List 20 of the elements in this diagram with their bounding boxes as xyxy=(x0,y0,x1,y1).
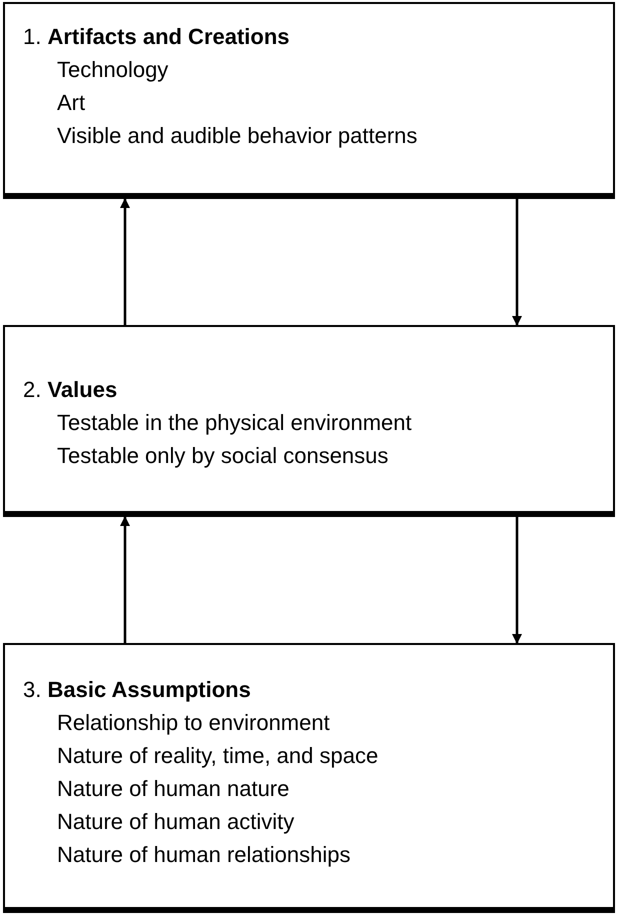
list-item: Visible and audible behavior patterns xyxy=(56,122,418,150)
arrow xyxy=(512,517,522,644)
list-item: Art xyxy=(56,89,86,117)
layer-heading: 1. Artifacts and Creations xyxy=(22,23,291,51)
list-item: Nature of human relationships xyxy=(56,841,352,869)
layer-heading: 3. Basic Assumptions xyxy=(22,676,252,704)
list-item: Testable in the physical environment xyxy=(56,409,413,437)
layer-box xyxy=(3,643,615,913)
arrow xyxy=(120,198,130,325)
list-item: Nature of reality, time, and space xyxy=(56,742,380,770)
list-item: Nature of human nature xyxy=(56,775,290,803)
list-item: Technology xyxy=(56,56,170,84)
list-item: Relationship to environment xyxy=(56,709,331,737)
layer-heading: 2. Values xyxy=(22,376,118,404)
arrow xyxy=(120,516,130,643)
arrow xyxy=(512,199,522,326)
layer-box xyxy=(3,325,615,517)
list-item: Testable only by social consensus xyxy=(56,442,390,470)
layer-box xyxy=(3,2,615,199)
list-item: Nature of human activity xyxy=(56,808,296,836)
